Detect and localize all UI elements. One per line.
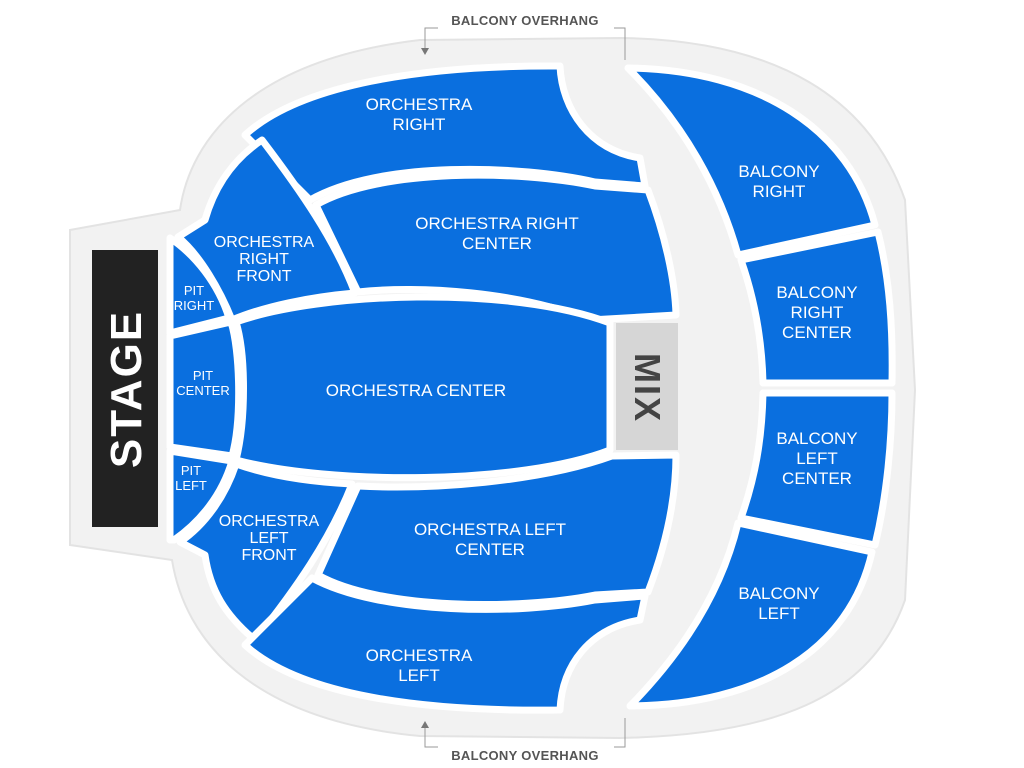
section-orchestra-left[interactable] xyxy=(241,574,649,714)
section-label: RIGHT xyxy=(174,298,215,313)
section-label: LEFT xyxy=(796,449,838,468)
mix-booth xyxy=(616,323,678,450)
section-label: RIGHT xyxy=(791,303,844,322)
section-label: ORCHESTRA CENTER xyxy=(326,381,506,400)
mix-label: MIX xyxy=(627,353,668,423)
stage xyxy=(92,250,158,527)
section-label: CENTER xyxy=(782,469,852,488)
section-balcony-left-center[interactable] xyxy=(737,389,896,549)
balcony-overhang-label: BALCONY OVERHANG xyxy=(451,13,599,28)
section-label: LEFT xyxy=(249,530,288,547)
section-label: RIGHT xyxy=(753,182,806,201)
section-balcony-right[interactable] xyxy=(624,64,879,259)
section-label: PIT xyxy=(181,463,201,478)
section-label: ORCHESTRA xyxy=(366,95,473,114)
section-orchestra-right-center[interactable] xyxy=(312,171,680,324)
section-label: LEFT xyxy=(758,604,800,623)
section-pit-right[interactable] xyxy=(166,234,233,337)
section-orchestra-left-center[interactable] xyxy=(314,451,680,609)
section-label: RIGHT xyxy=(393,115,446,134)
section-label: BALCONY xyxy=(776,283,857,302)
section-label: CENTER xyxy=(176,383,229,398)
section-label: LEFT xyxy=(398,666,440,685)
section-label: CENTER xyxy=(455,540,525,559)
section-label: ORCHESTRA xyxy=(366,646,473,665)
section-label: PIT xyxy=(193,368,213,383)
section-label: PIT xyxy=(184,283,204,298)
section-label: BALCONY xyxy=(738,584,819,603)
section-label: BALCONY xyxy=(738,162,819,181)
section-label: BALCONY xyxy=(776,429,857,448)
balcony-overhang-top: BALCONY OVERHANG xyxy=(421,12,626,60)
section-label: CENTER xyxy=(782,323,852,342)
section-label: FRONT xyxy=(236,268,291,285)
section-label: ORCHESTRA LEFT xyxy=(414,520,566,539)
section-label: CENTER xyxy=(462,234,532,253)
section-balcony-right-center[interactable] xyxy=(737,228,896,387)
balcony-overhang-label: BALCONY OVERHANG xyxy=(451,748,599,763)
arrow-down-icon xyxy=(421,48,429,55)
section-pit-left[interactable] xyxy=(166,447,236,544)
balcony-overhang-bottom: BALCONY OVERHANG xyxy=(421,718,626,763)
section-label: ORCHESTRA RIGHT xyxy=(415,214,578,233)
section-label: ORCHESTRA xyxy=(219,513,320,530)
section-orchestra-right[interactable] xyxy=(241,62,649,204)
stage-label: STAGE xyxy=(102,310,151,468)
section-label: LEFT xyxy=(175,478,207,493)
section-pit-center[interactable] xyxy=(166,318,243,460)
section-label: ORCHESTRA xyxy=(214,234,315,251)
section-label: RIGHT xyxy=(239,251,289,268)
section-balcony-left[interactable] xyxy=(626,519,876,710)
section-orchestra-center[interactable] xyxy=(232,293,614,482)
arrow-up-icon xyxy=(421,721,429,728)
section-label: FRONT xyxy=(241,547,296,564)
